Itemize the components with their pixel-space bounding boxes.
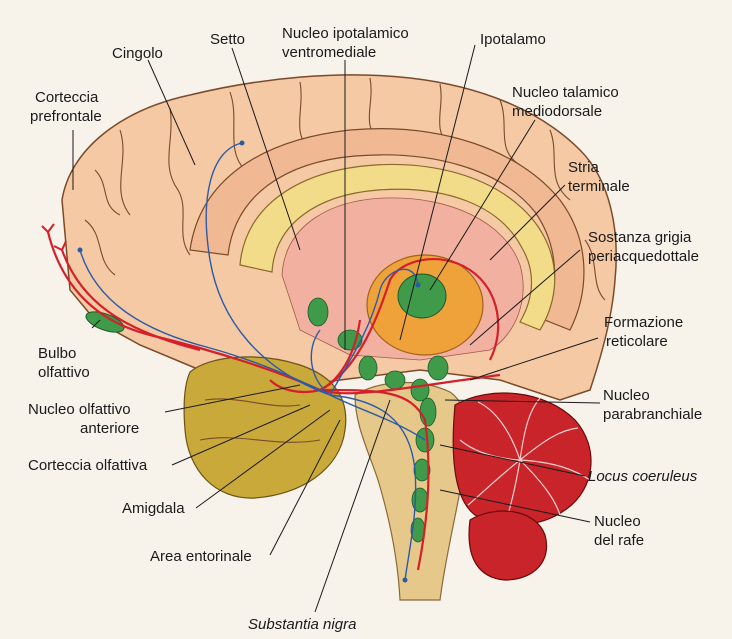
label-nucleo-olfattivo-1: Nucleo olfattivo	[28, 401, 131, 418]
label-nucleo-ipotalamico-1: Nucleo ipotalamico	[282, 25, 409, 42]
cortex-folds	[84, 77, 606, 301]
label-sostanza-grigia-1: Sostanza grigia	[588, 229, 692, 246]
cerebellum-lower	[468, 510, 548, 581]
label-setto: Setto	[210, 31, 245, 48]
label-amigdala: Amigdala	[122, 500, 185, 517]
label-bulbo-2: olfattivo	[38, 364, 90, 381]
label-cingolo: Cingolo	[112, 45, 163, 62]
cingulate-gyrus	[189, 128, 585, 331]
brainstem	[354, 381, 468, 601]
label-nucleo-olfattivo-2: anteriore	[80, 420, 139, 437]
blue-pathways	[77, 140, 426, 583]
label-substantia-nigra: Substantia nigra	[248, 616, 356, 633]
label-parabranchiale-1: Nucleo	[603, 387, 650, 404]
corpus-callosum	[239, 163, 556, 331]
cerebellum-folia	[459, 397, 591, 526]
label-nucleo-rafe-1: Nucleo	[594, 513, 641, 530]
label-parabranchiale-2: parabranchiale	[603, 406, 702, 423]
label-locus-coeruleus: Locus coeruleus	[588, 468, 698, 485]
label-stria-2: terminale	[568, 178, 630, 195]
label-formazione-2: reticolare	[606, 333, 668, 350]
label-stria-1: Stria	[568, 159, 600, 176]
label-formazione-1: Formazione	[604, 314, 683, 331]
temporal-fold-2	[199, 437, 321, 443]
olfactory-bulb	[85, 311, 125, 333]
label-bulbo-1: Bulbo	[38, 345, 76, 362]
mediodorsal-nucleus	[397, 273, 447, 319]
label-nucleo-rafe-2: del rafe	[594, 532, 644, 549]
label-nucleo-ipotalamico-2: ventromediale	[282, 44, 376, 61]
label-nucleo-talamico-1: Nucleo talamico	[512, 84, 619, 101]
label-corteccia-olfattiva: Corteccia olfattiva	[28, 457, 148, 474]
label-ipotalamo: Ipotalamo	[480, 31, 546, 48]
label-nucleo-talamico-2: mediodorsale	[512, 103, 602, 120]
label-sostanza-grigia-2: periacquedottale	[588, 248, 699, 265]
label-corteccia-prefrontale-2: prefrontale	[30, 108, 102, 125]
temporal-fold-1	[204, 398, 301, 407]
label-corteccia-prefrontale-1: Corteccia	[35, 89, 99, 106]
leader-lines	[72, 44, 601, 613]
label-area-entorinale: Area entorinale	[150, 548, 252, 565]
red-pathways	[41, 223, 501, 571]
nuclei-cluster	[307, 297, 449, 543]
